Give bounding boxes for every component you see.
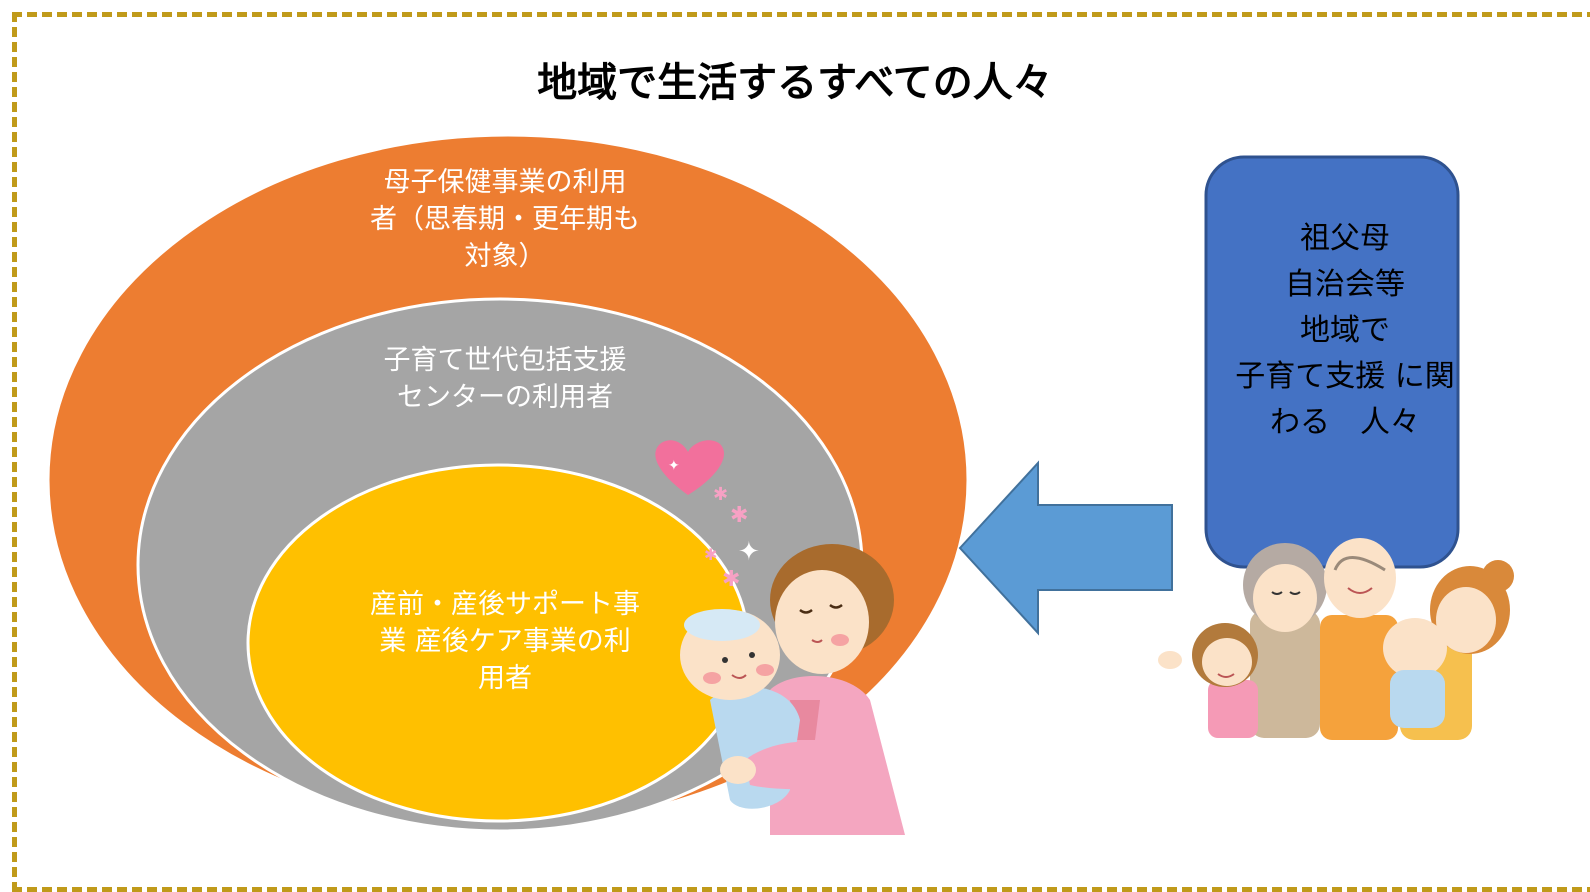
community-box-label: 祖父母 自治会等 地域で 子育て支援 に関 わる 人々	[1210, 216, 1480, 446]
svg-text:✱: ✱	[722, 567, 740, 592]
svg-text:✦: ✦	[668, 458, 680, 474]
svg-text:✱: ✱	[713, 484, 728, 505]
svg-text:✱: ✱	[704, 545, 717, 564]
middle-label-line: センターの利用者	[397, 382, 613, 413]
left-arrow	[958, 460, 1173, 636]
outer-label-line: 者（思春期・更年期も	[370, 204, 640, 235]
outer-label-line: 母子保健事業の利用	[383, 167, 627, 198]
svg-text:✱: ✱	[730, 503, 748, 528]
inner-circle-label: 産前・産後サポート事 業 産後ケア事業の利 用者	[340, 586, 670, 697]
inner-label-line: 用者	[478, 663, 532, 694]
box-label-line: 地域で	[1300, 313, 1390, 348]
outer-circle-label: 母子保健事業の利用 者（思春期・更年期も 対象）	[340, 164, 670, 275]
box-label-line: 自治会等	[1285, 267, 1405, 302]
heart-icon: ✦	[655, 440, 725, 495]
mother-baby-illustration	[680, 544, 905, 835]
outer-label-line: 対象）	[464, 241, 546, 272]
diagram-title: 地域で生活するすべての人々	[537, 60, 1053, 106]
family-illustration	[1158, 538, 1514, 740]
sparkle-icon: ✱ ✱ ✱ ✱ ✦	[704, 484, 760, 592]
box-label-line: わる 人々	[1270, 405, 1420, 440]
box-label-line: 祖父母	[1300, 221, 1390, 256]
inner-label-line: 業 産後ケア事業の利	[379, 626, 631, 657]
middle-circle-label: 子育て世代包括支援 センターの利用者	[340, 342, 670, 416]
inner-label-line: 産前・産後サポート事	[370, 589, 640, 620]
box-label-line: 子育て支援 に関	[1235, 359, 1455, 394]
middle-label-line: 子育て世代包括支援	[383, 345, 627, 376]
svg-text:✦: ✦	[738, 537, 760, 567]
